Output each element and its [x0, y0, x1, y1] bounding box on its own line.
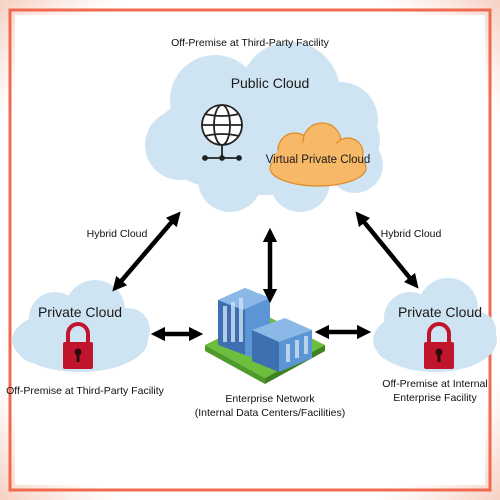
hybrid-cloud-left-label: Hybrid Cloud	[86, 228, 148, 240]
enterprise-network-line1: Enterprise Network	[225, 393, 315, 405]
private-cloud-left-shape	[12, 280, 150, 372]
vpc-fill	[272, 142, 364, 178]
arrow-hybrid-left	[112, 211, 181, 292]
private-cloud-left-caption: Off-Premise at Third-Party Facility	[6, 385, 164, 397]
globe-icon	[201, 104, 243, 161]
enterprise-network-line2: (Internal Data Centers/Facilities)	[194, 407, 346, 419]
top-caption: Off-Premise at Third-Party Facility	[171, 37, 329, 49]
arrow-hybrid-right	[355, 211, 419, 289]
lock-icon	[424, 322, 454, 369]
private-cloud-right-caption-line2: Enterprise Facility	[393, 392, 477, 404]
lock-icon	[63, 322, 93, 369]
frame-border	[8, 8, 492, 492]
private-cloud-left-title: Private Cloud	[37, 304, 123, 320]
hybrid-cloud-right-label: Hybrid Cloud	[380, 228, 442, 240]
private-cloud-right-shape	[373, 278, 497, 372]
building-icon	[205, 288, 325, 384]
private-cloud-right-title: Private Cloud	[397, 304, 483, 320]
virtual-private-cloud-label: Virtual Private Cloud	[265, 154, 371, 166]
private-cloud-right-caption-line1: Off-Premise at Internal	[382, 378, 488, 390]
arrows	[112, 211, 419, 342]
public-cloud-title: Public Cloud	[230, 75, 310, 91]
